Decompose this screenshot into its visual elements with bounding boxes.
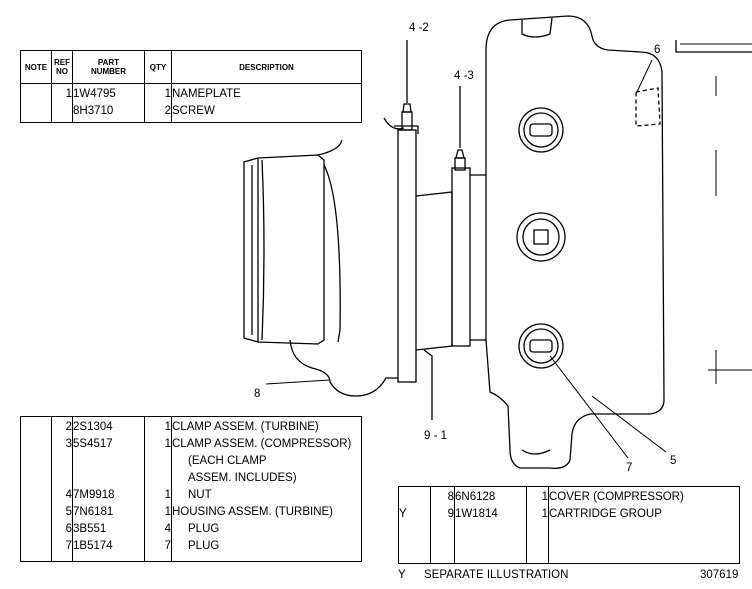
ref-cell: 8 9 bbox=[430, 486, 455, 564]
note-cell bbox=[20, 83, 52, 123]
desc-cell: COVER (COMPRESSOR) CARTRIDGE GROUP bbox=[548, 486, 740, 564]
parts-table-top: NOTE REF NO PART NUMBER QTY DESCRIPTION … bbox=[20, 50, 362, 123]
legend-text: SEPARATE ILLUSTRATION bbox=[424, 569, 569, 581]
table-row: Y 8 9 6N6128 1W1814 1 1 COVER (COMPRESSO… bbox=[398, 486, 740, 564]
parts-table-bottom: Y 8 9 6N6128 1W1814 1 1 COVER (COMPRESSO… bbox=[398, 486, 740, 564]
header-qty: QTY bbox=[144, 50, 172, 84]
callout-7: 7 bbox=[626, 462, 633, 474]
note-cell bbox=[20, 416, 52, 562]
callout-5: 5 bbox=[670, 455, 677, 467]
compressor-housing bbox=[243, 139, 398, 397]
part-cell: 2S1304 5S4517 7M9918 7N6181 3B551 1B5174 bbox=[72, 416, 145, 562]
legend-key: Y bbox=[398, 569, 406, 581]
callout-4-3: 4 -3 bbox=[454, 70, 474, 82]
callout-9-1: 9 - 1 bbox=[424, 430, 448, 442]
callout-8: 8 bbox=[254, 388, 261, 400]
ref-cell: 2 3 4 5 6 7 bbox=[51, 416, 73, 562]
callout-6: 6 bbox=[654, 44, 661, 56]
parts-table-middle: 2 3 4 5 6 7 2S1304 5S4517 7M9918 7N6181 … bbox=[20, 416, 362, 562]
qty-cell: 1 1 bbox=[526, 486, 549, 564]
plug-bottom bbox=[518, 323, 564, 369]
desc-cell: CLAMP ASSEM. (TURBINE) CLAMP ASSEM. (COM… bbox=[171, 416, 362, 562]
part-cell: 6N6128 1W1814 bbox=[454, 486, 527, 564]
header-ref-no: REF NO bbox=[51, 50, 73, 84]
center-section bbox=[415, 86, 487, 420]
header-note: NOTE bbox=[20, 50, 52, 84]
qty-cell: 1 1 1 1 4 7 bbox=[144, 416, 172, 562]
plug-top bbox=[518, 107, 564, 153]
callout-4-2: 4 -2 bbox=[409, 22, 429, 34]
note-cell: Y bbox=[398, 486, 431, 564]
ref-cell: 1 bbox=[51, 83, 73, 123]
drawing-number: 307619 bbox=[700, 569, 739, 581]
plug-middle bbox=[516, 212, 566, 262]
clamp-plate bbox=[383, 40, 419, 383]
plug-6-dashed bbox=[635, 87, 661, 127]
header-part-number: PART NUMBER bbox=[72, 50, 145, 84]
table-row: 2 3 4 5 6 7 2S1304 5S4517 7M9918 7N6181 … bbox=[20, 416, 362, 562]
turbine-housing bbox=[485, 15, 665, 469]
header-description: DESCRIPTION bbox=[171, 50, 362, 84]
